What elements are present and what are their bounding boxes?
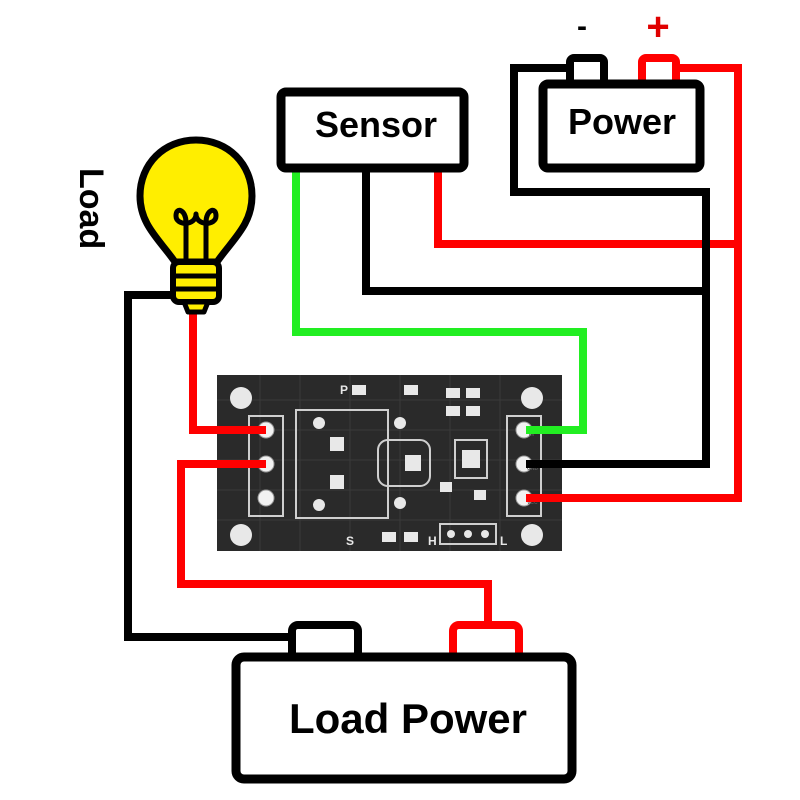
power-outline [538,79,705,173]
silk-l: L [500,534,507,548]
optocoupler [454,439,488,479]
smd-component [446,388,460,398]
power-supply: Power - + [538,5,705,173]
coil-outline [377,439,431,487]
sensor-outline [276,87,469,173]
smd-component [446,406,460,416]
jumper-pin [464,530,472,538]
bulb-tip [181,299,211,315]
load-power-negative-wire [124,291,299,641]
sensor-label: Sensor [315,104,437,145]
smd-component [352,385,366,395]
silk-vcc: VCC [527,500,538,506]
relay-pad [330,475,344,489]
silk-s: S [346,534,354,548]
bulb-base [170,259,222,305]
sensor-vcc-wire [434,168,742,248]
signal-wire [292,168,587,434]
silk-h: H [428,534,437,548]
relay-board [217,375,562,551]
smd-component [466,406,480,416]
terminal-screw [257,489,275,507]
relay-pin [313,417,325,429]
smd-component [440,482,452,492]
wires [124,64,742,641]
load-power-outline [231,652,577,784]
smd-component [382,532,396,542]
silk-p: P [340,383,348,397]
smd-component [466,388,480,398]
smd-component [474,490,486,500]
power-label: Power [568,101,676,142]
board-texture [217,375,562,551]
relay-module: P S H L IN GND VCC [217,375,562,551]
load-power-supply: Load Power [231,621,577,784]
coil-pin [394,497,406,509]
mounting-hole [230,387,252,409]
mounting-hole [521,524,543,546]
smd-component [404,532,418,542]
load-label: Load [72,168,110,249]
relay-pin [313,499,325,511]
plus-sign: + [646,5,669,49]
coil-pad [405,455,421,471]
load-wire [189,308,266,434]
power-positive-wire [526,64,742,502]
load-power-positive-wire [177,460,492,636]
mounting-hole [230,524,252,546]
optocoupler-body [462,450,480,468]
smd-component [404,385,418,395]
load-power-label: Load Power [289,695,527,742]
jumper-header [439,523,497,545]
bulb-glass [136,136,256,266]
relay-outline [295,409,389,519]
silk-in: IN [529,432,534,438]
sensor-ground-wire [362,168,710,295]
bulb-filament [173,207,219,262]
sensor-box: Sensor [276,87,469,173]
jumper-pin [447,530,455,538]
relay-pad [330,437,344,451]
silk-gnd: GND [527,466,539,472]
jumper-pin [481,530,489,538]
coil-pin [394,417,406,429]
minus-sign: - [577,10,587,43]
bulb-icon [136,136,256,315]
power-negative-wire [510,64,710,468]
mounting-hole [521,387,543,409]
